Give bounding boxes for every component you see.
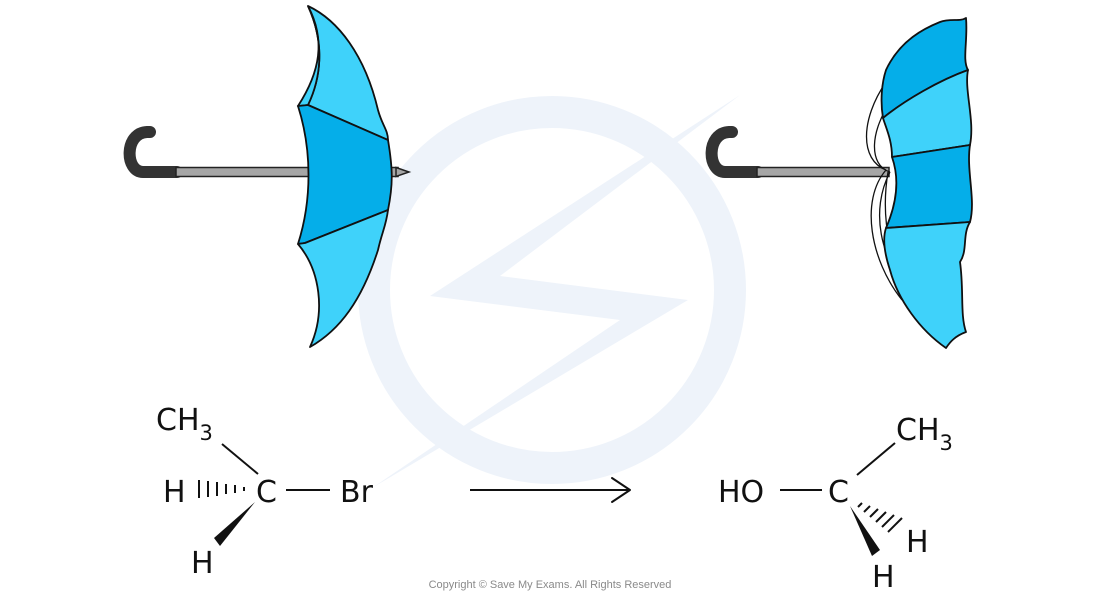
inverted-umbrella-shaft <box>756 166 890 178</box>
inverted-canopy-panel-lower <box>883 221 971 349</box>
product-ch3-label: CH3 <box>896 413 953 455</box>
inverted-canopy-panel-center <box>885 144 973 229</box>
reactant-ch3-label: CH3 <box>156 403 213 445</box>
reactant-hash-h-label: H <box>163 475 186 510</box>
lightning-bolt-icon <box>372 95 740 488</box>
product-molecule: CH3 HO C H H <box>718 413 953 595</box>
umbrella-handle <box>123 126 183 178</box>
umbrella-tip <box>395 166 412 178</box>
product-carbon-label: C <box>828 475 849 510</box>
reactant-hash-bond <box>198 480 245 498</box>
inverted-canopy-ribs <box>866 81 921 311</box>
inverted-umbrella-handle <box>705 126 764 178</box>
copyright-notice: Copyright © Save My Exams. All Rights Re… <box>429 579 672 591</box>
inverted-canopy-panel-upper <box>882 69 973 158</box>
reactant-wedge-h-label: H <box>191 546 214 581</box>
reactant-molecule: CH3 C H H Br <box>156 403 374 581</box>
inverted-umbrella-icon <box>705 17 973 349</box>
product-hydroxyl-label: HO <box>718 475 764 510</box>
reactant-bond-ch3 <box>221 443 259 475</box>
reactant-bromine-label: Br <box>340 475 374 510</box>
umbrella-icon <box>123 5 412 348</box>
product-wedge-bond <box>850 506 880 556</box>
watermark-logo <box>358 95 746 488</box>
product-wedge-h-label: H <box>872 560 895 595</box>
product-hash-h-label: H <box>906 525 929 560</box>
inverted-canopy-panel-top <box>880 17 969 119</box>
product-bond-ch3 <box>856 442 896 476</box>
reactant-wedge-bond <box>214 502 255 546</box>
canopy-panel-bottom <box>297 209 389 348</box>
reactant-carbon-label: C <box>256 475 277 510</box>
product-hash-bond <box>857 502 903 533</box>
reaction-arrow <box>470 477 631 503</box>
watermark-ring <box>358 96 746 484</box>
